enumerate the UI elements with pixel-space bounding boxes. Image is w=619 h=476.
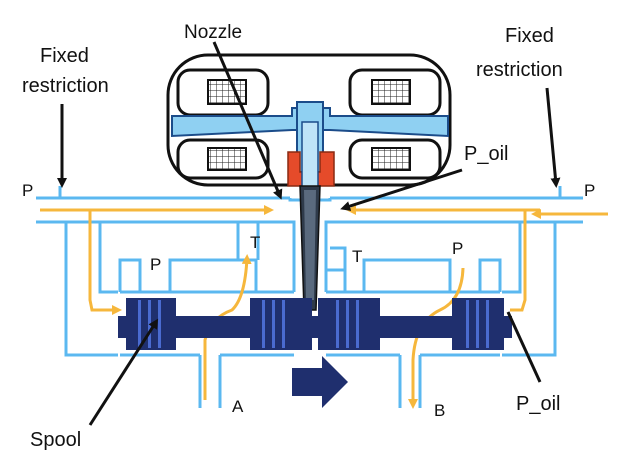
t-left-label: T: [250, 233, 260, 252]
direction-arrow-icon: [292, 356, 348, 408]
oil-flow: [40, 205, 608, 409]
p-supply-left-label: P: [22, 181, 33, 200]
callout-arrows: [57, 41, 561, 426]
p-oil-bottom-label: P_oil: [516, 393, 560, 415]
port-b-label: B: [434, 401, 445, 420]
nozzle: [299, 185, 321, 311]
t-right-label: T: [352, 247, 362, 266]
port-a-label: A: [232, 397, 244, 416]
p-supply-right-label: P: [584, 181, 595, 200]
fixed-restriction-left-label-1: Fixed: [40, 45, 89, 67]
coil-icon: [207, 147, 247, 171]
fixed-restriction-left-label-2: restriction: [22, 75, 109, 97]
spool-label: Spool: [30, 429, 81, 451]
nozzle-label: Nozzle: [184, 22, 242, 43]
p-oil-top-label: P_oil: [464, 143, 508, 165]
p-port-left-label: P: [150, 255, 161, 274]
p-port-right-label: P: [452, 239, 463, 258]
fixed-restriction-right-label-2: restriction: [476, 59, 563, 81]
coil-icon: [371, 147, 411, 171]
coil-icon: [371, 79, 411, 105]
fixed-restriction-right-label-1: Fixed: [505, 25, 554, 47]
torque-motor: [166, 53, 452, 191]
